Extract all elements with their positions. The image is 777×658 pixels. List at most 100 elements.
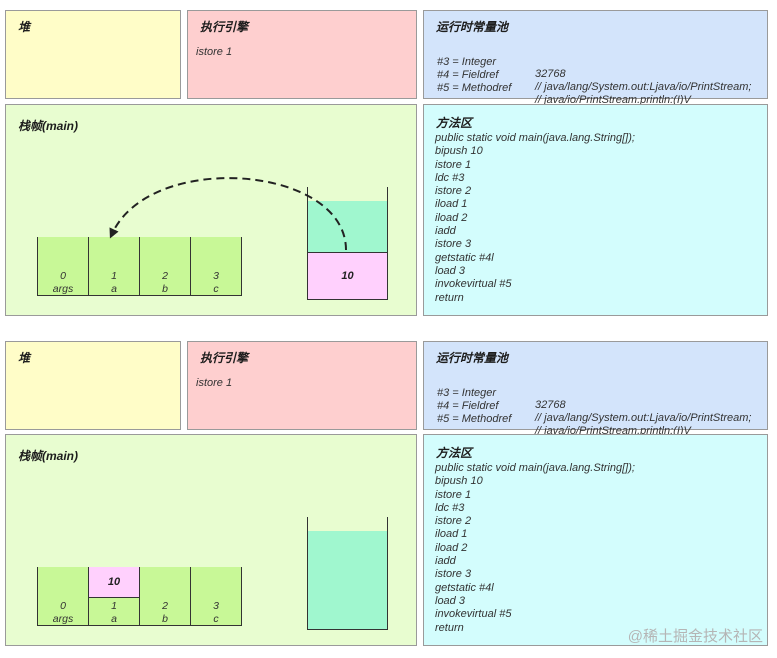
stack-frame-title: 栈帧(main)	[18, 119, 79, 133]
method-area-title: 方法区	[436, 116, 473, 130]
runtime-constant-pool-panel-2: 运行时常量池 #3 = Integer 32768 #4 = Fieldref …	[423, 341, 768, 437]
method-area-panel-1: 方法区 public static void main(java.lang.St…	[423, 104, 768, 316]
current-instruction: istore 1	[196, 377, 233, 389]
slot-index: 3	[213, 600, 219, 612]
local-var-slot-3: 3 c	[190, 567, 242, 625]
local-var-slot-1: 1 a	[88, 237, 139, 295]
bytecode-line: istore 1	[435, 158, 472, 171]
heap-title: 堆	[18, 351, 31, 365]
slot-name: a	[111, 613, 117, 625]
execution-engine-title: 执行引擎	[200, 351, 249, 365]
slot-index: 0	[60, 600, 66, 612]
local-variable-table-2: 0 args 10 1 a 2 b 3 c	[37, 567, 242, 627]
bytecode-line: iadd	[435, 555, 456, 568]
bytecode-line: ldc #3	[435, 171, 465, 184]
pool-entry-ref: #3 = Integer	[437, 56, 497, 68]
constant-pool-title: 运行时常量池	[436, 351, 509, 365]
local-var-slot-2: 2 b	[139, 567, 190, 625]
slot-name: args	[52, 613, 74, 625]
stack-frame-panel-2: 栈帧(main) 0 args 10 1 a 2 b 3 c	[5, 434, 417, 646]
pool-entry-ref: #5 = Methodref	[437, 82, 512, 94]
heap-panel-1: 堆	[5, 10, 181, 99]
pool-entry-value: // java/lang/System.out:Ljava/io/PrintSt…	[535, 81, 752, 93]
slot-index: 3	[213, 270, 219, 282]
bytecode-line: load 3	[435, 264, 465, 277]
bytecode-line: load 3	[435, 594, 465, 607]
slot-name: a	[111, 283, 117, 295]
local-var-slot-2: 2 b	[139, 237, 190, 295]
slot-stored-value: 10	[89, 567, 139, 598]
slot-index: 1	[111, 600, 117, 612]
bytecode-line: public static void main(java.lang.String…	[435, 132, 635, 144]
heap-panel-2: 堆	[5, 341, 181, 430]
slot-index: 1	[111, 270, 117, 282]
slot-index: 2	[162, 270, 168, 282]
constant-pool-title: 运行时常量池	[436, 20, 509, 34]
bytecode-line: iadd	[435, 225, 456, 238]
operand-stack-2	[307, 517, 388, 630]
pool-entry-value: // java/io/PrintStream.println:(I)V	[535, 94, 691, 106]
heap-title: 堆	[18, 20, 31, 34]
pool-entry-4: #4 = Fieldref // java/lang/System.out:Lj…	[437, 57, 751, 105]
operand-stack-fill	[308, 531, 387, 629]
pool-entry-value: 32768	[535, 399, 566, 411]
operand-stack-top-value: 10	[308, 252, 387, 299]
pool-entry-value: // java/lang/System.out:Ljava/io/PrintSt…	[535, 412, 752, 424]
execution-engine-title: 执行引擎	[200, 20, 249, 34]
execution-engine-panel-1: 执行引擎 istore 1	[187, 10, 417, 99]
slot-name: c	[213, 613, 219, 625]
pool-entry-value: 32768	[535, 68, 566, 80]
pool-entry-ref: #4 = Fieldref	[437, 400, 499, 412]
current-instruction: istore 1	[196, 46, 233, 58]
method-area-panel-2: 方法区 public static void main(java.lang.St…	[423, 434, 768, 646]
bytecode-line: bipush 10	[435, 475, 483, 488]
pool-entry-4: #4 = Fieldref // java/lang/System.out:Lj…	[437, 388, 751, 436]
bytecode-line: bipush 10	[435, 145, 483, 158]
bytecode-line: return	[435, 291, 464, 304]
bytecode-line: istore 1	[435, 488, 472, 501]
stack-frame-title: 栈帧(main)	[18, 449, 79, 463]
bytecode-line: iload 1	[435, 198, 468, 211]
slot-name: b	[162, 613, 168, 625]
slot-name: b	[162, 283, 168, 295]
slot-baseline	[37, 625, 242, 626]
local-var-slot-0: 0 args	[37, 237, 88, 295]
slot-index: 0	[60, 270, 66, 282]
bytecode-line: iload 2	[435, 541, 468, 554]
pool-entry-3: #3 = Integer 32768	[437, 375, 566, 423]
pool-entry-ref: #3 = Integer	[437, 387, 497, 399]
method-area-title: 方法区	[436, 446, 473, 460]
execution-engine-panel-2: 执行引擎 istore 1	[187, 341, 417, 430]
runtime-constant-pool-panel-1: 运行时常量池 #3 = Integer 32768 #4 = Fieldref …	[423, 10, 768, 106]
bytecode-line: iload 1	[435, 528, 468, 541]
bytecode-line: istore 2	[435, 185, 472, 198]
local-variable-table-1: 0 args 1 a 2 b 3 c	[37, 237, 242, 297]
slot-name: c	[213, 283, 219, 295]
bytecode-line: invokevirtual #5	[435, 278, 512, 291]
bytecode-line: getstatic #4l	[435, 581, 494, 594]
slot-index: 2	[162, 600, 168, 612]
bytecode-line: iload 2	[435, 211, 468, 224]
bytecode-line: istore 3	[435, 568, 472, 581]
pool-entry-3: #3 = Integer 32768	[437, 44, 566, 92]
bytecode-line: public static void main(java.lang.String…	[435, 462, 635, 474]
pool-entry-5: #5 = Methodref // java/io/PrintStream.pr…	[437, 70, 691, 118]
bytecode-line: istore 3	[435, 238, 472, 251]
bytecode-line: istore 2	[435, 515, 472, 528]
bytecode-line: invokevirtual #5	[435, 608, 512, 621]
bytecode-line: ldc #3	[435, 501, 465, 514]
bytecode-listing: public static void main(java.lang.String…	[435, 132, 635, 305]
stack-frame-panel-1: 栈帧(main) 0 args 1 a 2 b 3 c 10	[5, 104, 417, 316]
slot-name: args	[52, 283, 74, 295]
bytecode-line: getstatic #4l	[435, 251, 494, 264]
local-var-slot-1: 10 1 a	[88, 567, 139, 625]
bytecode-listing: public static void main(java.lang.String…	[435, 462, 635, 635]
local-var-slot-3: 3 c	[190, 237, 242, 295]
bytecode-line: return	[435, 621, 464, 634]
slot-baseline	[37, 295, 242, 296]
watermark: @稀土掘金技术社区	[627, 628, 763, 645]
pool-entry-ref: #5 = Methodref	[437, 413, 512, 425]
local-var-slot-0: 0 args	[37, 567, 88, 625]
operand-stack-1: 10	[307, 187, 388, 300]
pool-entry-ref: #4 = Fieldref	[437, 69, 499, 81]
